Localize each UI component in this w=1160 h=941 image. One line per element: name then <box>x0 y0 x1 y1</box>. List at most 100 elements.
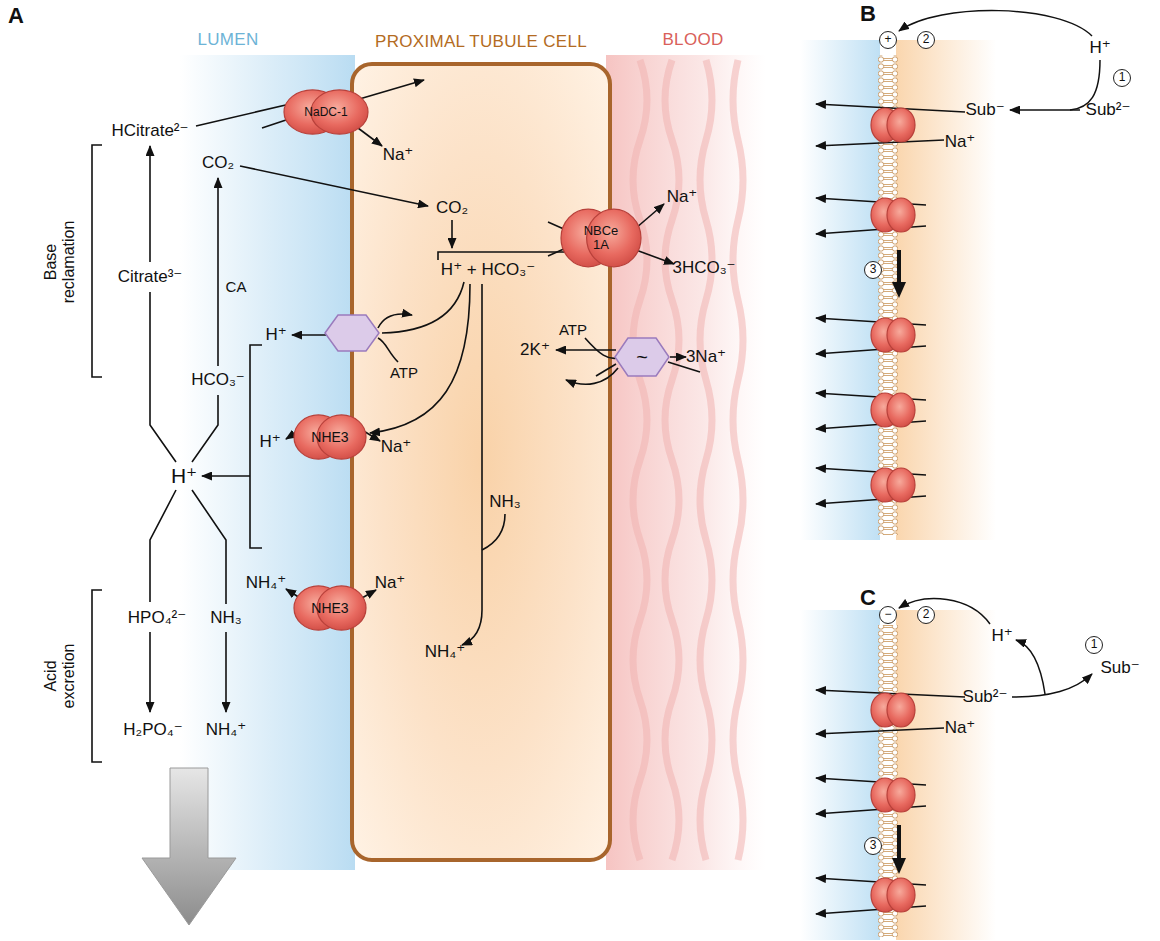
lumen-haze <box>800 40 880 540</box>
transporter-name: NHE3 <box>295 430 365 445</box>
chemical-label: Sub²⁻ <box>1086 101 1131 120</box>
chemical-label: Na⁺ <box>381 438 412 457</box>
flux-arrow <box>636 204 664 228</box>
thick-arrow <box>897 250 901 290</box>
chemical-label: HCO₃⁻ <box>191 371 245 390</box>
transporter-symbol <box>871 318 915 352</box>
node-text-wrap: NaDC-1 <box>284 89 368 135</box>
chemical-label: Sub⁻ <box>1100 659 1139 678</box>
reaction-arrow <box>149 146 151 262</box>
node-text-wrap: NHE3 <box>294 585 366 631</box>
chemical-label: Na⁺ <box>383 146 414 165</box>
flux-arrow <box>556 349 616 351</box>
chemical-label: 3Na⁺ <box>686 348 726 367</box>
section-label: Acid excretion <box>42 630 77 722</box>
region-label: BLOOD <box>662 31 723 50</box>
transporter-symbol <box>871 693 915 727</box>
lumen-haze <box>800 610 880 940</box>
chemical-label: Na⁺ <box>375 574 406 593</box>
callout-number: 3 <box>864 261 882 279</box>
panel-c-arrows <box>816 599 1092 914</box>
chemical-label: CA <box>226 279 247 296</box>
blood-wave <box>733 60 743 860</box>
reaction-arrow <box>149 632 151 712</box>
transporter-symbol <box>871 198 915 232</box>
chemical-label: H⁺ <box>991 627 1012 646</box>
cell-box: PROXIMAL TUBULE CELL <box>350 62 612 862</box>
pump-hexagon: ~ <box>615 338 669 376</box>
flux-arrow <box>816 728 944 734</box>
chemical-label: 3HCO₃⁻ <box>672 259 735 278</box>
section-bracket <box>92 145 102 377</box>
transporter-symbol <box>871 108 915 142</box>
chemical-label: Sub⁻ <box>965 101 1004 120</box>
chemical-label: Na⁺ <box>945 719 976 738</box>
blood-waves <box>633 60 743 860</box>
panel-letter: C <box>860 586 876 610</box>
reaction-arrow <box>225 632 227 712</box>
chemical-label: Na⁺ <box>667 188 698 207</box>
chemical-label: CO₂ <box>436 199 468 218</box>
chemical-label: NH₄⁺ <box>246 574 286 593</box>
blood-haze <box>606 55 766 870</box>
callout-number: 2 <box>917 31 935 49</box>
chemical-label: HPO₄²⁻ <box>128 609 186 628</box>
pump-outline <box>615 338 669 376</box>
node-text-wrap: NBCe 1A <box>561 208 641 268</box>
transporter-box: NaDC-1 <box>284 89 368 135</box>
chemical-label: ATP <box>390 365 418 382</box>
transporter-symbol <box>871 878 915 912</box>
transporters <box>871 108 915 912</box>
proton-curve <box>1016 640 1045 694</box>
chemical-label: NH₄⁺ <box>206 721 246 740</box>
node-text-wrap: NHE3 <box>294 414 366 460</box>
blood-wave <box>633 60 647 860</box>
callout-number: − <box>879 606 897 624</box>
chemical-label: HCitrate²⁻ <box>112 122 189 141</box>
flux-arrow <box>292 334 326 336</box>
proton-curve <box>899 599 990 624</box>
panel-letter: B <box>860 2 876 26</box>
transporter-symbol <box>871 778 915 812</box>
section-label: Base reclamation <box>42 216 77 308</box>
chemical-label: NH₃ <box>489 493 520 512</box>
node-text-wrap: ~ <box>615 338 669 376</box>
panel-letter: A <box>8 4 24 28</box>
chemical-label: NH₃ <box>210 609 241 628</box>
flux-arrow <box>636 250 674 264</box>
transporter-name: NaDC-1 <box>286 106 366 119</box>
excretion-arrow <box>142 768 236 925</box>
transporter-box: NHE3 <box>294 585 366 631</box>
chemical-label: Citrate³⁻ <box>118 268 183 287</box>
reaction-line <box>192 395 218 462</box>
cell-heading: PROXIMAL TUBULE CELL <box>314 32 648 52</box>
blood-wave <box>665 60 679 860</box>
callout-number: 1 <box>1113 69 1131 87</box>
flux-arrow <box>202 475 250 477</box>
transporter-box: NHE3 <box>294 414 366 460</box>
chemical-label: H⁺ <box>171 464 197 487</box>
transporter-symbol <box>871 468 915 502</box>
blood-wave <box>700 60 712 860</box>
chemical-label: CO₂ <box>202 154 234 173</box>
transporter-name: ~ <box>617 347 667 368</box>
transporter-box: NBCe 1A <box>561 208 641 268</box>
reaction-line <box>192 490 226 604</box>
flux-arrow <box>670 356 686 358</box>
chemical-label: H₂PO₄⁻ <box>123 721 182 740</box>
callout-number: 1 <box>1085 636 1103 654</box>
reaction-arrow <box>1012 674 1092 697</box>
callout-number: 3 <box>864 837 882 855</box>
callout-number: + <box>879 31 897 49</box>
section-bracket <box>92 590 102 762</box>
transporter-name: NHE3 <box>295 601 365 616</box>
reaction-line <box>150 292 176 462</box>
reaction-arrow <box>451 220 453 248</box>
reaction-line <box>150 490 176 602</box>
chemical-label: Na⁺ <box>945 133 976 152</box>
chemical-label: 2K⁺ <box>520 341 550 360</box>
callout-number: 2 <box>917 606 935 624</box>
reaction-arrow <box>1010 109 1080 111</box>
lumen-haze <box>180 55 355 870</box>
transporter-symbol <box>871 393 915 427</box>
